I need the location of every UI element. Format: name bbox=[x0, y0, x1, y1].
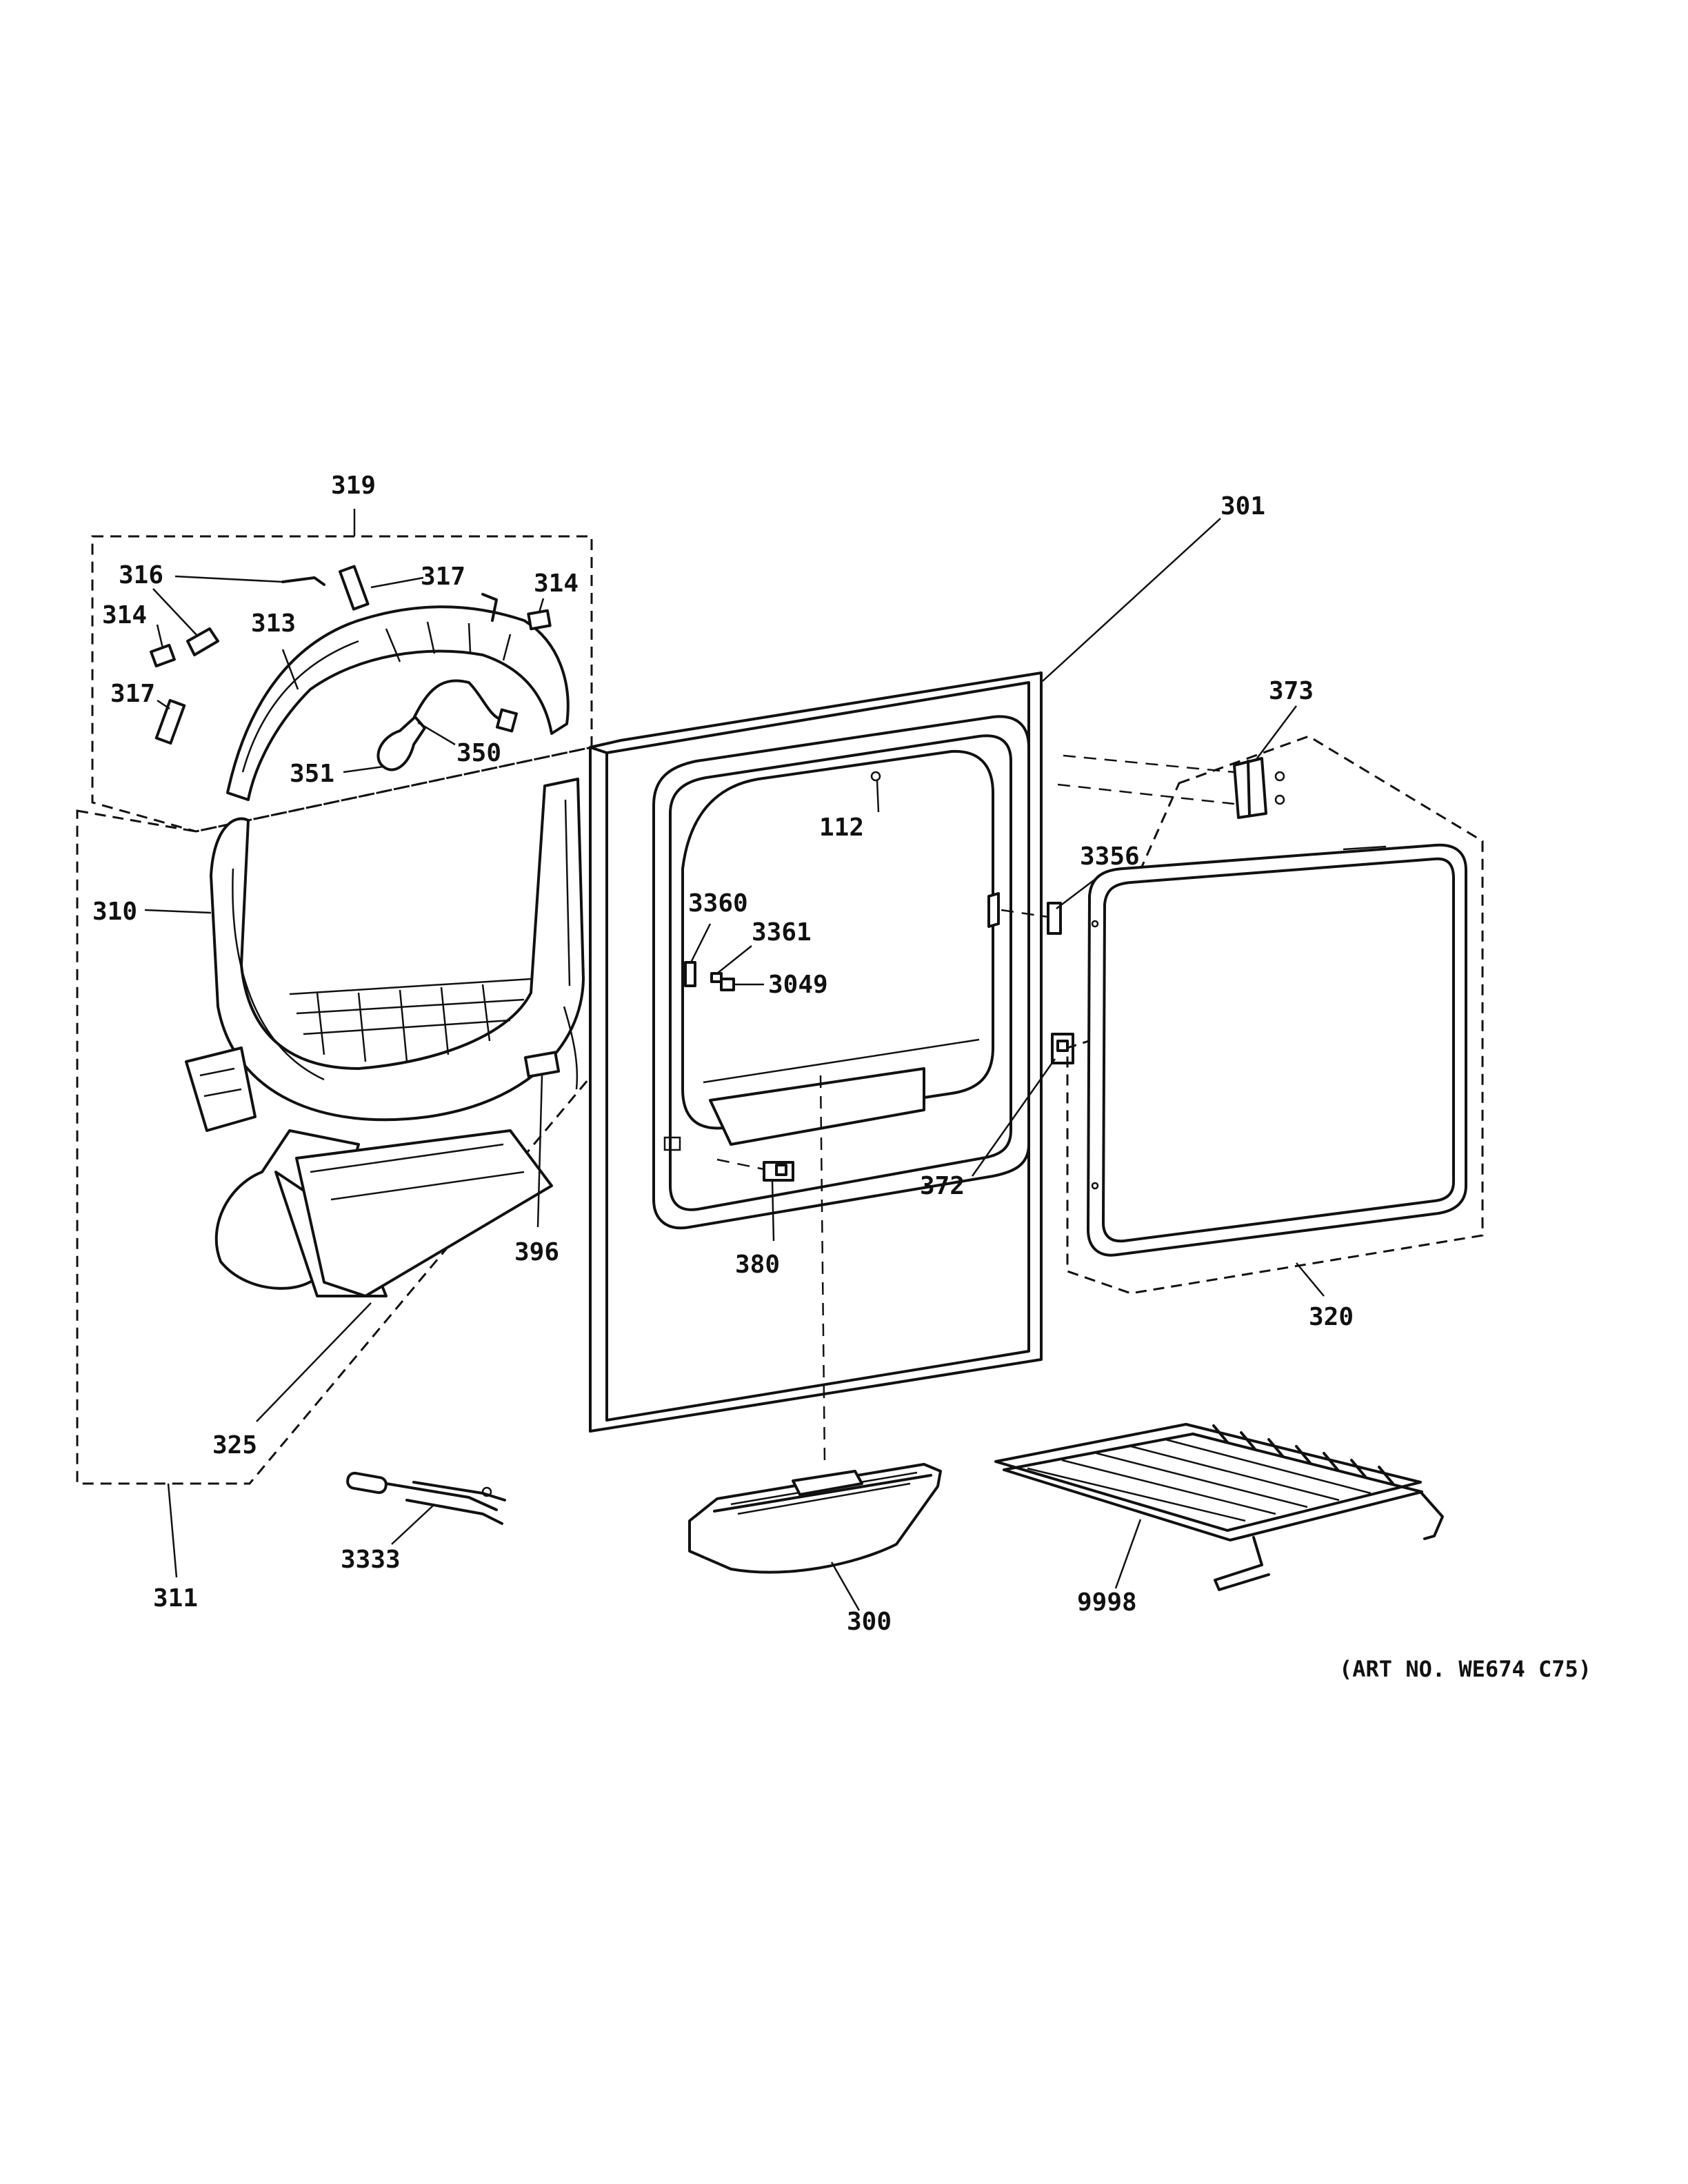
label-380: 380 bbox=[735, 1251, 780, 1279]
front-duct-upper-313 bbox=[226, 593, 570, 801]
front-bulkhead-310 bbox=[185, 778, 585, 1297]
label-300: 300 bbox=[847, 1608, 892, 1636]
label-3333: 3333 bbox=[341, 1546, 401, 1574]
lamp-bulb-351 bbox=[376, 716, 426, 771]
pad-396 bbox=[523, 1051, 561, 1078]
label-3049: 3049 bbox=[768, 971, 828, 999]
small-parts-top bbox=[150, 565, 552, 745]
label-301: 301 bbox=[1220, 492, 1265, 520]
label-373: 373 bbox=[1269, 677, 1314, 705]
label-9998: 9998 bbox=[1077, 1588, 1137, 1617]
label-3360: 3360 bbox=[688, 889, 748, 918]
sensor-3333 bbox=[346, 1471, 506, 1525]
drying-rack-9998 bbox=[994, 1423, 1444, 1591]
door-assembly-320 bbox=[1087, 843, 1467, 1257]
label-313: 313 bbox=[251, 609, 296, 638]
front-panel-301 bbox=[589, 671, 1043, 1433]
label-314-left: 314 bbox=[102, 601, 147, 629]
label-325: 325 bbox=[212, 1431, 257, 1459]
bracket-3356 bbox=[1001, 902, 1062, 935]
hinge-373 bbox=[1057, 754, 1285, 819]
wire-harness-350 bbox=[411, 679, 518, 733]
label-311: 311 bbox=[153, 1584, 198, 1612]
leader-lines bbox=[144, 518, 1297, 1611]
label-3361: 3361 bbox=[752, 918, 812, 947]
group-319-outline bbox=[91, 535, 593, 833]
label-319: 319 bbox=[331, 472, 376, 500]
callout-labels: 319 316 317 314 314 313 317 351 350 310 … bbox=[92, 472, 1591, 1682]
label-316: 316 bbox=[119, 561, 163, 589]
label-317-top: 317 bbox=[421, 563, 465, 591]
group-311-leader bbox=[167, 1483, 178, 1578]
label-372: 372 bbox=[920, 1172, 965, 1200]
label-317-left: 317 bbox=[110, 680, 155, 708]
label-351: 351 bbox=[290, 760, 334, 788]
group-320-leader bbox=[1296, 1262, 1325, 1297]
label-314-right: 314 bbox=[534, 569, 579, 598]
label-350: 350 bbox=[456, 739, 501, 767]
label-112: 112 bbox=[819, 813, 864, 842]
switch-380 bbox=[716, 1158, 794, 1182]
art-number: (ART NO. WE674 C75) bbox=[1339, 1656, 1591, 1682]
filter-cover-300 bbox=[688, 1075, 942, 1574]
latch-372 bbox=[1051, 1033, 1074, 1064]
latch-parts-3360-3361-3049 bbox=[684, 961, 735, 991]
label-3356: 3356 bbox=[1080, 842, 1140, 871]
label-320: 320 bbox=[1309, 1303, 1354, 1331]
label-310: 310 bbox=[92, 898, 137, 926]
label-396: 396 bbox=[514, 1238, 559, 1266]
